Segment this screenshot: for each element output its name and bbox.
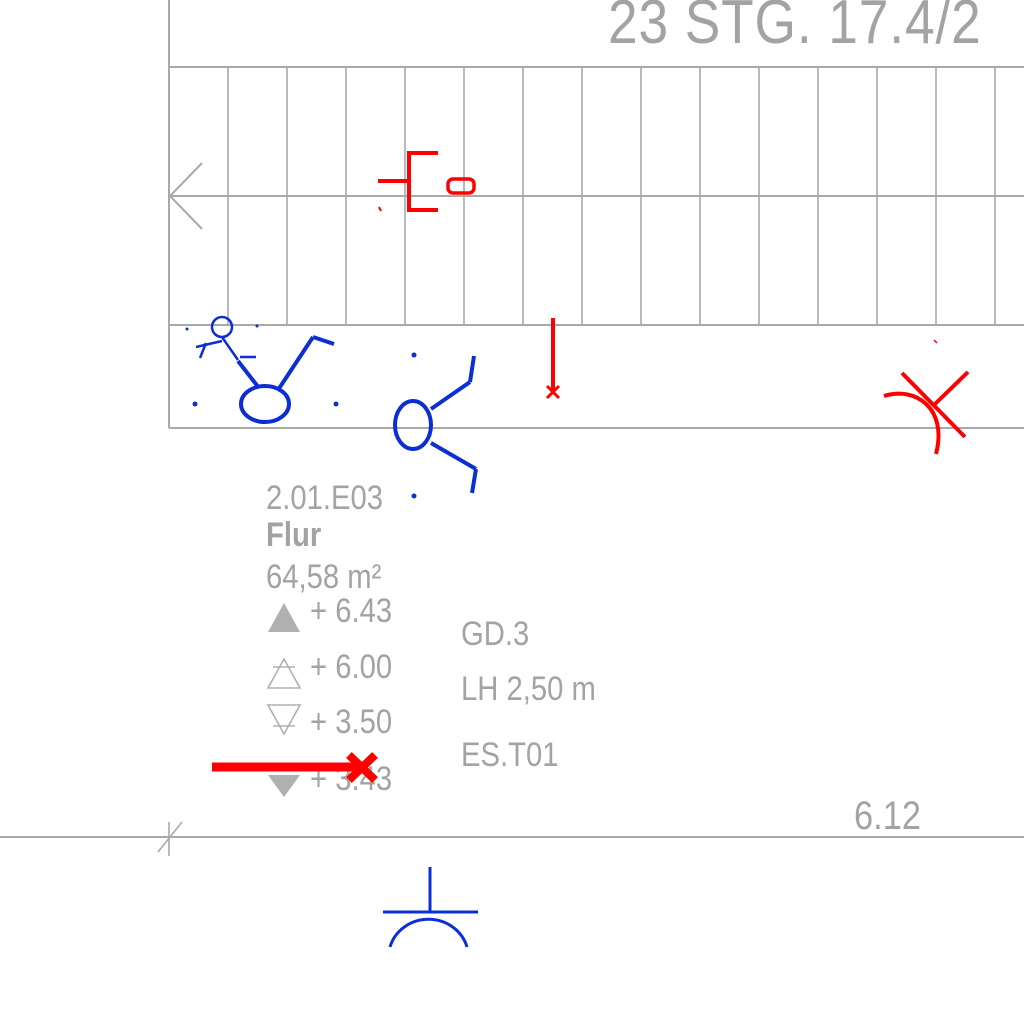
dimension-label: 6.12	[854, 794, 921, 838]
building-outline	[0, 0, 1024, 838]
distribution-box-icon	[378, 151, 476, 212]
level-value: + 6.43	[310, 592, 393, 630]
room-area: 64,58 m²	[266, 558, 382, 596]
level-value: + 3.43	[310, 760, 393, 798]
dimension-tick-icon	[157, 821, 183, 856]
room-code: ES.T01	[461, 736, 559, 774]
level-value: + 6.00	[310, 648, 393, 686]
level-value: + 3.50	[310, 703, 393, 741]
luminaire-icon	[393, 355, 478, 494]
fixture-dots	[185, 324, 417, 499]
emergency-light-icon	[545, 318, 561, 400]
room-name: Flur	[266, 516, 322, 554]
stair-treads	[227, 67, 996, 325]
room-code: GD.3	[461, 615, 530, 653]
room-height: LH 2,50 m	[461, 670, 596, 708]
switch-icon	[383, 867, 478, 948]
drawing-title: 23 STG. 17.4/2	[608, 0, 982, 57]
motion-sensor-icon	[195, 315, 256, 361]
room-number: 2.01.E03	[266, 479, 384, 517]
stair-direction-arrow-icon	[168, 162, 203, 230]
luminaire-icon	[236, 335, 335, 424]
outlet-icon	[883, 339, 970, 455]
level-marker-icon	[266, 603, 302, 797]
